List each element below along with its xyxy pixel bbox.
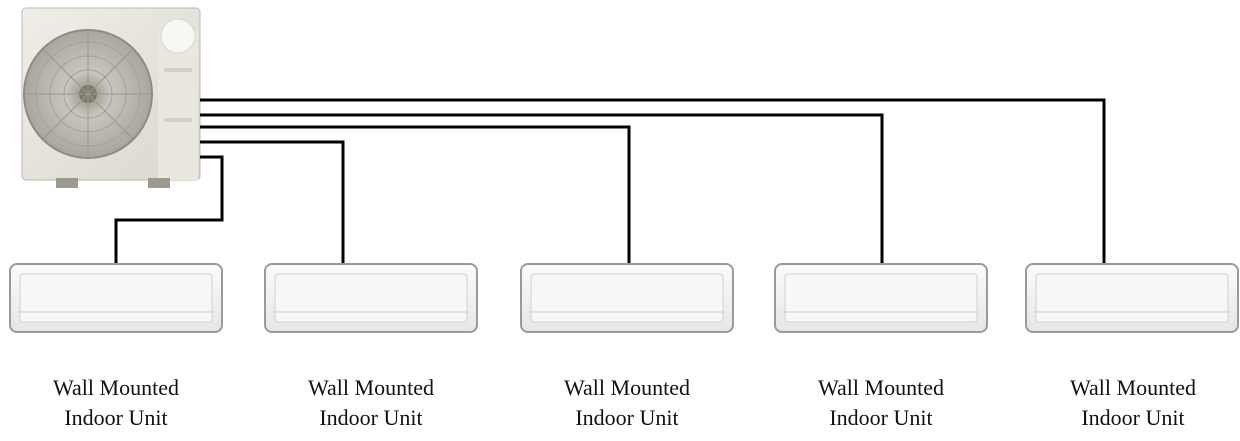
indoor-unit-5 xyxy=(1025,263,1239,333)
label-line-2: Indoor Unit xyxy=(575,405,679,430)
fan-grille-icon xyxy=(23,29,153,159)
label-line-1: Wall Mounted xyxy=(53,375,179,400)
label-line-1: Wall Mounted xyxy=(564,375,690,400)
label-line-2: Indoor Unit xyxy=(1081,405,1185,430)
indoor-unit-label-4: Wall Mounted Indoor Unit xyxy=(776,373,986,433)
label-line-2: Indoor Unit xyxy=(319,405,423,430)
pipe-line-1 xyxy=(114,155,224,264)
indoor-unit-3 xyxy=(520,263,734,333)
indoor-unit-1 xyxy=(9,263,223,333)
label-line-2: Indoor Unit xyxy=(64,405,168,430)
pipe-line-4 xyxy=(200,113,884,264)
indoor-unit-label-2: Wall Mounted Indoor Unit xyxy=(266,373,476,433)
label-line-1: Wall Mounted xyxy=(818,375,944,400)
label-line-1: Wall Mounted xyxy=(1070,375,1196,400)
pipe-line-3 xyxy=(200,125,631,264)
label-line-1: Wall Mounted xyxy=(308,375,434,400)
indoor-unit-label-1: Wall Mounted Indoor Unit xyxy=(11,373,221,433)
indoor-unit-label-3: Wall Mounted Indoor Unit xyxy=(522,373,732,433)
indoor-unit-label-5: Wall Mounted Indoor Unit xyxy=(1028,373,1238,433)
label-line-2: Indoor Unit xyxy=(829,405,933,430)
indoor-unit-4 xyxy=(774,263,988,333)
indoor-unit-2 xyxy=(264,263,478,333)
outdoor-condenser-icon xyxy=(21,7,201,188)
refrigerant-pipes xyxy=(114,98,1106,264)
pipe-line-2 xyxy=(200,140,345,264)
pipe-line-5 xyxy=(200,98,1106,264)
